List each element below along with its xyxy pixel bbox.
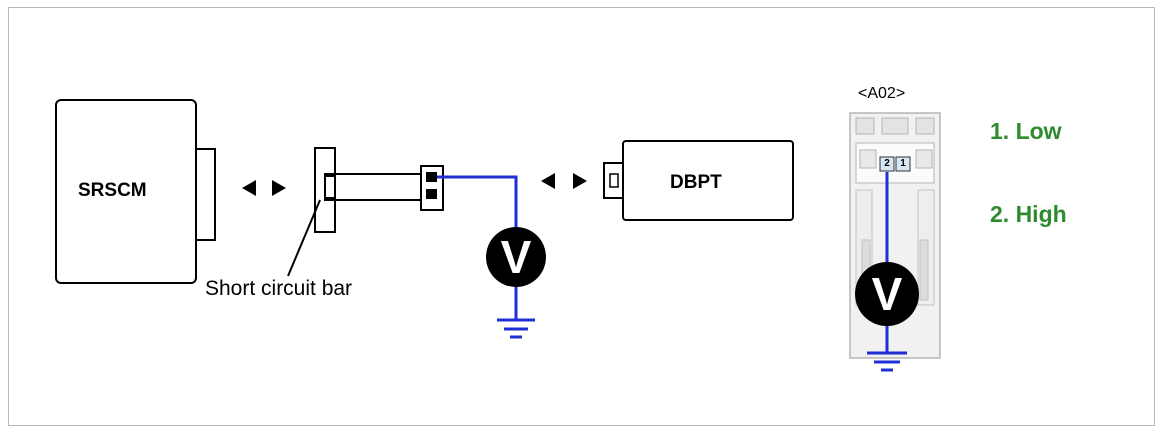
voltmeter-right-symbol: V [871,268,903,320]
harness-connector [420,165,444,211]
short-circuit-bar-label: Short circuit bar [205,277,353,300]
short-circuit-bar [287,147,424,277]
pin-legend-low: 1. Low [990,118,1062,144]
srscm-label: SRSCM [78,180,147,201]
dbpt-module [603,140,794,221]
connection-arrow-left [242,180,286,196]
diagram-frame [8,7,1155,426]
pin-1-label: 1 [900,158,906,169]
voltmeter-right-body [855,262,919,326]
pin-legend-high: 2. High [990,201,1067,227]
voltmeter-left-symbol: V [500,231,532,283]
ground-left-icon [497,318,535,339]
voltmeter-left-body [486,227,546,287]
pin-2-label: 2 [884,158,890,169]
ground-right-icon [867,351,907,372]
connector-id-label: <A02> [858,85,906,102]
connection-arrow-right [541,173,587,189]
probe-wire-left [437,175,518,228]
srscm-module [55,99,216,284]
dbpt-label: DBPT [670,172,722,193]
leader-line [287,199,321,277]
srscm-connector [195,148,216,241]
